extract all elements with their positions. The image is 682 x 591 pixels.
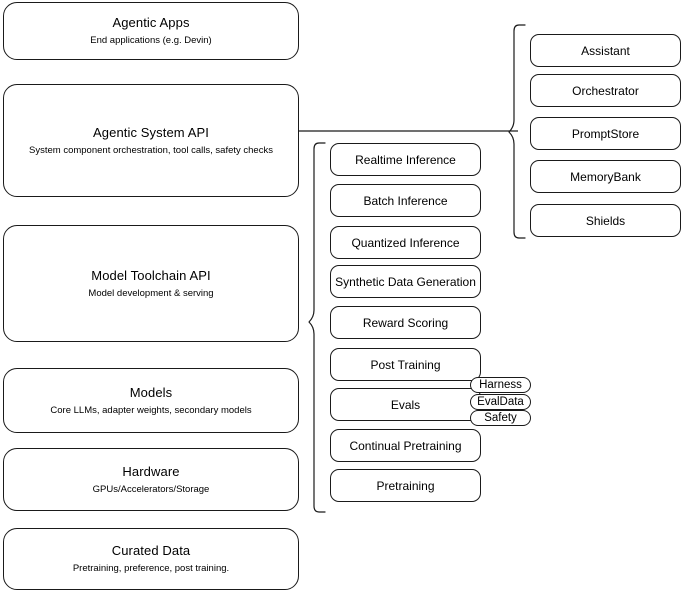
layer-title: Agentic Apps (112, 15, 190, 30)
layer-curated-data[interactable]: Curated Data Pretraining, preference, po… (3, 528, 299, 590)
component-promptstore[interactable]: PromptStore (530, 117, 681, 150)
layer-title: Model Toolchain API (91, 267, 211, 283)
layer-title: Models (129, 384, 173, 400)
capability-quantized-inference[interactable]: Quantized Inference (330, 226, 481, 259)
layer-title: Hardware (122, 463, 180, 479)
system-api-to-components-connector (299, 130, 518, 132)
component-assistant[interactable]: Assistant (530, 34, 681, 67)
component-shields[interactable]: Shields (530, 204, 681, 237)
component-memorybank[interactable]: MemoryBank (530, 160, 681, 193)
layer-models[interactable]: Models Core LLMs, adapter weights, secon… (3, 368, 299, 433)
capability-evals[interactable]: Evals (330, 388, 481, 421)
capability-pretraining[interactable]: Pretraining (330, 469, 481, 502)
eval-pill-evaldata[interactable]: EvalData (470, 394, 531, 410)
capability-synthetic-data-generation[interactable]: Synthetic Data Generation (330, 265, 481, 298)
layer-agentic-apps[interactable]: Agentic Apps End applications (e.g. Devi… (3, 2, 299, 60)
layer-subtitle: Core LLMs, adapter weights, secondary mo… (50, 404, 252, 416)
layer-title: Agentic System API (93, 124, 209, 140)
capability-reward-scoring[interactable]: Reward Scoring (330, 306, 481, 339)
capability-realtime-inference[interactable]: Realtime Inference (330, 143, 481, 176)
eval-pill-harness[interactable]: Harness (470, 377, 531, 393)
component-orchestrator[interactable]: Orchestrator (530, 74, 681, 107)
layer-subtitle: End applications (e.g. Devin) (90, 35, 212, 46)
layer-hardware[interactable]: Hardware GPUs/Accelerators/Storage (3, 448, 299, 511)
capability-post-training[interactable]: Post Training (330, 348, 481, 381)
layer-title: Curated Data (111, 543, 191, 558)
layer-subtitle: GPUs/Accelerators/Storage (92, 483, 210, 495)
toolchain-capabilities-brace (308, 142, 326, 513)
layer-subtitle: Pretraining, preference, post training. (72, 563, 230, 574)
agentic-components-brace (508, 24, 526, 239)
layer-subtitle: System component orchestration, tool cal… (29, 144, 273, 156)
layer-agentic-system-api[interactable]: Agentic System API System component orch… (3, 84, 299, 197)
capability-batch-inference[interactable]: Batch Inference (330, 184, 481, 217)
capability-continual-pretraining[interactable]: Continual Pretraining (330, 429, 481, 462)
eval-pill-safety[interactable]: Safety (470, 410, 531, 426)
layer-model-toolchain-api[interactable]: Model Toolchain API Model development & … (3, 225, 299, 342)
layer-subtitle: Model development & serving (88, 287, 214, 299)
